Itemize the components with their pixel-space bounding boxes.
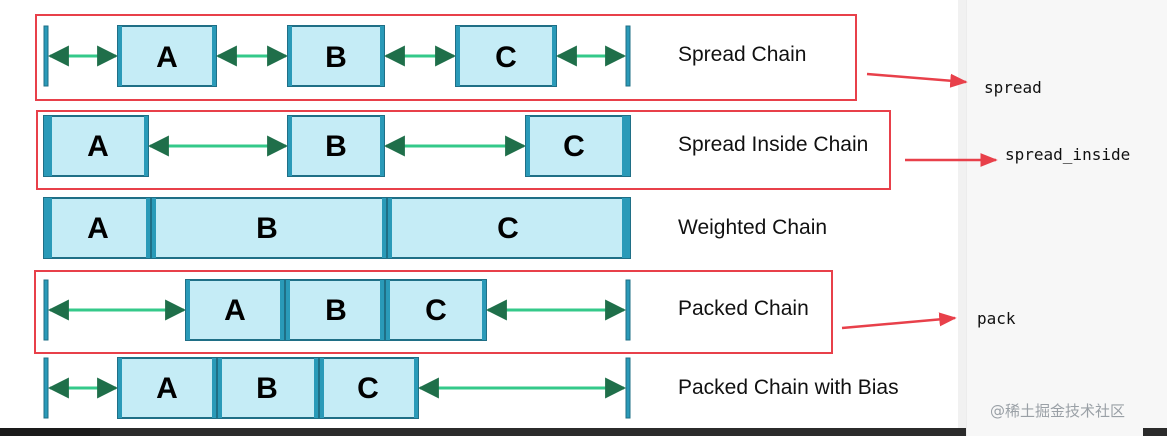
box-c-letter: C bbox=[425, 294, 447, 327]
edge-bar-right bbox=[625, 357, 631, 419]
box-b-bar bbox=[382, 198, 386, 258]
row-label: Weighted Chain bbox=[678, 216, 827, 239]
bottom-bar-left bbox=[0, 428, 100, 436]
box-b bbox=[287, 115, 385, 177]
box-b-bar bbox=[380, 26, 384, 86]
box-a-letter: A bbox=[87, 212, 109, 245]
row-label: Spread Chain bbox=[678, 43, 806, 66]
annotation-arrow-spread bbox=[866, 72, 968, 88]
row-packed-chain-with-bias: A B C Packed Chain with Bias bbox=[43, 357, 899, 419]
box-b-bar bbox=[380, 116, 384, 176]
box-b bbox=[285, 279, 385, 341]
box-a-bar bbox=[44, 116, 52, 176]
scrollbar-track[interactable] bbox=[958, 0, 966, 436]
box-a-bar bbox=[212, 26, 216, 86]
bottom-bar-right bbox=[1143, 428, 1167, 436]
box-a-bar bbox=[118, 26, 122, 86]
box-b-bar bbox=[380, 280, 384, 340]
box-b-letter: B bbox=[325, 294, 347, 327]
box-c bbox=[455, 25, 557, 87]
edge-bar-left bbox=[43, 279, 49, 341]
box-b-letter: B bbox=[256, 372, 278, 405]
box-c-bar bbox=[456, 26, 460, 86]
box-b-bar bbox=[288, 26, 292, 86]
box-a-bar bbox=[212, 358, 216, 418]
annotation-spread-inside: spread_inside bbox=[1005, 145, 1130, 164]
annotation-arrow-pack bbox=[841, 312, 957, 330]
box-a-letter: A bbox=[156, 41, 178, 74]
highlight-frame-pack bbox=[34, 270, 833, 354]
row-packed-chain: A B C Packed Chain bbox=[43, 279, 809, 341]
box-a-bar bbox=[118, 358, 122, 418]
box-c-bar bbox=[482, 280, 486, 340]
edge-bar-left bbox=[43, 357, 49, 419]
box-c-bar bbox=[320, 358, 324, 418]
watermark: @稀土掘金技术社区 bbox=[990, 402, 1125, 420]
box-a-letter: A bbox=[156, 372, 178, 405]
row-label: Packed Chain with Bias bbox=[678, 376, 899, 399]
box-c-bar bbox=[622, 198, 630, 258]
bottom-bar bbox=[0, 428, 966, 436]
highlight-frame-spread bbox=[35, 14, 857, 101]
box-c-letter: C bbox=[357, 372, 379, 405]
box-b-bar bbox=[288, 116, 292, 176]
row-spread-chain: A B C Spread Chain bbox=[43, 25, 806, 87]
row-spread-inside-chain: A B C Spread Inside Chain bbox=[43, 115, 868, 177]
box-b-letter: B bbox=[325, 130, 347, 163]
box-a bbox=[117, 357, 217, 419]
box-a-bar bbox=[146, 198, 150, 258]
highlight-frame-spread-inside bbox=[36, 110, 891, 190]
edge-bar-right bbox=[625, 25, 631, 87]
box-b-letter: B bbox=[256, 212, 278, 245]
box-c-letter: C bbox=[563, 130, 585, 163]
box-b bbox=[287, 25, 385, 87]
box-b-letter: B bbox=[325, 41, 347, 74]
box-b bbox=[217, 357, 319, 419]
edge-bar-right bbox=[625, 279, 631, 341]
box-b-bar bbox=[286, 280, 290, 340]
box-c-bar bbox=[388, 198, 392, 258]
box-b-bar bbox=[314, 358, 318, 418]
edge-bar-left bbox=[43, 25, 49, 87]
box-b-bar bbox=[218, 358, 222, 418]
box-a-letter: A bbox=[87, 130, 109, 163]
row-label: Spread Inside Chain bbox=[678, 133, 868, 156]
box-c bbox=[385, 279, 487, 341]
box-c bbox=[525, 115, 631, 177]
box-c-bar bbox=[552, 26, 556, 86]
box-c-letter: C bbox=[497, 212, 519, 245]
box-a-bar bbox=[144, 116, 148, 176]
box-b-bar bbox=[152, 198, 156, 258]
box-c-bar bbox=[386, 280, 390, 340]
box-c-bar bbox=[414, 358, 418, 418]
box-c-letter: C bbox=[495, 41, 517, 74]
box-c-bar bbox=[622, 116, 630, 176]
box-c-bar bbox=[526, 116, 530, 176]
box-a-bar bbox=[44, 198, 52, 258]
box-a-letter: A bbox=[224, 294, 246, 327]
box-a-bar bbox=[280, 280, 284, 340]
row-weighted-chain: A B C Weighted Chain bbox=[43, 197, 827, 259]
row-label: Packed Chain bbox=[678, 297, 809, 320]
right-panel bbox=[966, 0, 1167, 436]
box-c bbox=[319, 357, 419, 419]
box-a-bar bbox=[186, 280, 190, 340]
annotation-spread: spread bbox=[984, 78, 1042, 97]
annotation-pack: pack bbox=[977, 309, 1016, 328]
